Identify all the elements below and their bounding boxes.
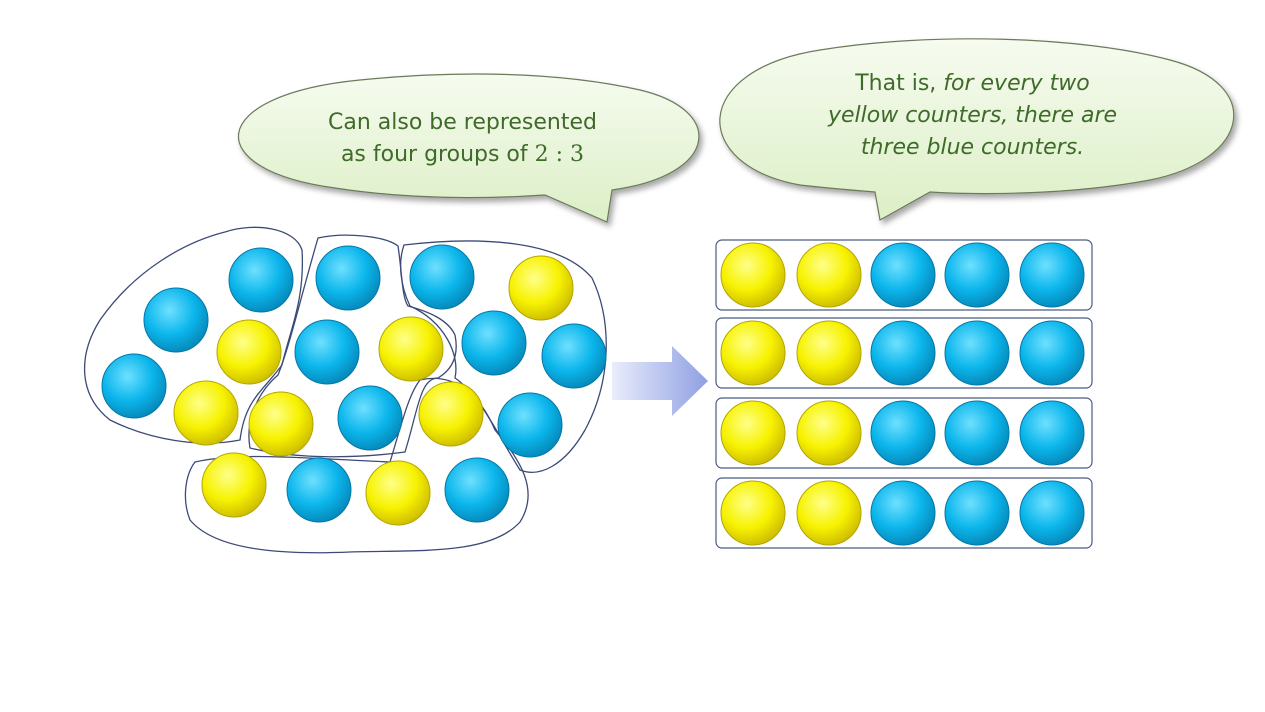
blue-counter xyxy=(1019,480,1085,546)
yellow-counter xyxy=(796,480,862,546)
yellow-counter xyxy=(216,319,282,385)
bubble-right-line2: yellow counters, there are xyxy=(827,103,1118,128)
blue-counter xyxy=(143,287,209,353)
blue-counter xyxy=(461,310,527,376)
blue-counter xyxy=(444,457,510,523)
bubble-right-line1-italic: for every two xyxy=(943,71,1090,96)
yellow-counter xyxy=(796,400,862,466)
speech-bubble-left xyxy=(238,73,700,223)
yellow-counter xyxy=(720,400,786,466)
blue-counter xyxy=(1019,320,1085,386)
counter-row-2 xyxy=(715,317,1093,389)
blue-counter xyxy=(870,242,936,308)
yellow-counter xyxy=(796,242,862,308)
yellow-counter xyxy=(508,255,574,321)
blue-counter xyxy=(870,400,936,466)
yellow-counter xyxy=(201,452,267,518)
grouped-rows xyxy=(715,239,1093,549)
blue-counter xyxy=(944,480,1010,546)
blue-counter xyxy=(315,245,381,311)
yellow-counter xyxy=(248,391,314,457)
counter-row-1 xyxy=(715,239,1093,311)
counter-row-3 xyxy=(715,397,1093,469)
blue-counter xyxy=(1019,242,1085,308)
blue-counter xyxy=(944,400,1010,466)
blue-counter xyxy=(944,242,1010,308)
bubble-left-line1: Can also be represented xyxy=(327,110,597,135)
yellow-counter xyxy=(796,320,862,386)
blue-counter xyxy=(228,247,294,313)
blue-counter xyxy=(294,319,360,385)
counter-row-4 xyxy=(715,477,1093,549)
blue-counter xyxy=(337,385,403,451)
yellow-counter xyxy=(378,316,444,382)
speech-bubble-right xyxy=(719,38,1235,221)
yellow-counter xyxy=(720,320,786,386)
blue-counter xyxy=(409,244,475,310)
bubble-left-line2-prefix: as four groups of xyxy=(340,142,535,167)
group-outline-3 xyxy=(400,240,607,473)
right-arrow-icon xyxy=(612,346,708,416)
bubble-left-text: Can also be represented as four groups o… xyxy=(290,107,635,171)
blue-counter xyxy=(286,457,352,523)
blue-counter xyxy=(870,320,936,386)
bubble-right-line3: three blue counters. xyxy=(860,135,1085,160)
blue-counter xyxy=(497,392,563,458)
group-outline-1 xyxy=(84,226,304,444)
yellow-counter xyxy=(720,242,786,308)
blue-counter xyxy=(541,323,607,389)
blue-counter xyxy=(1019,400,1085,466)
bubble-left-line2: as four groups of 2 : 3 xyxy=(290,139,635,171)
blue-counter xyxy=(870,480,936,546)
bubble-right-line1-prefix: That is, xyxy=(855,71,944,96)
blue-counter xyxy=(944,320,1010,386)
yellow-counter xyxy=(173,380,239,446)
yellow-counter xyxy=(365,460,431,526)
bubble-right-line1: That is, for every two xyxy=(780,68,1165,100)
yellow-counter xyxy=(418,381,484,447)
yellow-counter xyxy=(720,480,786,546)
scattered-counters xyxy=(101,244,607,526)
ratio-label: 2 : 3 xyxy=(534,142,585,167)
blue-counter xyxy=(101,353,167,419)
bubble-right-text: That is, for every two yellow counters, … xyxy=(780,68,1165,164)
